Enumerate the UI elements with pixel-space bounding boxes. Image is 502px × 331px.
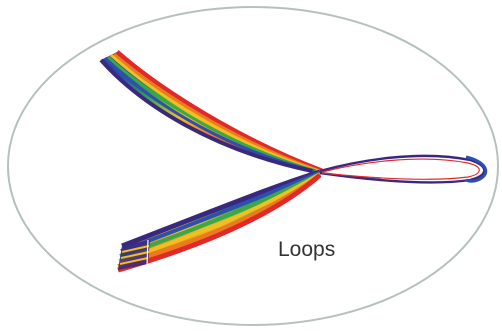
loop-inner-strand [321, 158, 480, 180]
lower-ribbon-stripe-red [117, 173, 322, 273]
lower-ribbon-folded-end-stripes [119, 245, 150, 265]
ribbon-loop [99, 50, 488, 273]
oval-frame [7, 6, 499, 326]
lower-ribbon-stripe-yellow [118, 172, 322, 263]
upper-ribbon-stripe-purple [99, 58, 313, 173]
loop-outer-strand [319, 154, 486, 184]
loops-caption: Loops [278, 238, 335, 261]
upper-ribbon-stripe-orange [113, 52, 321, 173]
upper-ribbon-stripe-red [115, 50, 323, 174]
upper-ribbon-stripe-green [106, 55, 317, 173]
lower-ribbon-crease [146, 239, 149, 266]
loop-tip [465, 155, 488, 183]
upper-ribbon-stripe-yellow [110, 53, 319, 173]
lower-ribbon-stripe-blue [120, 171, 321, 253]
